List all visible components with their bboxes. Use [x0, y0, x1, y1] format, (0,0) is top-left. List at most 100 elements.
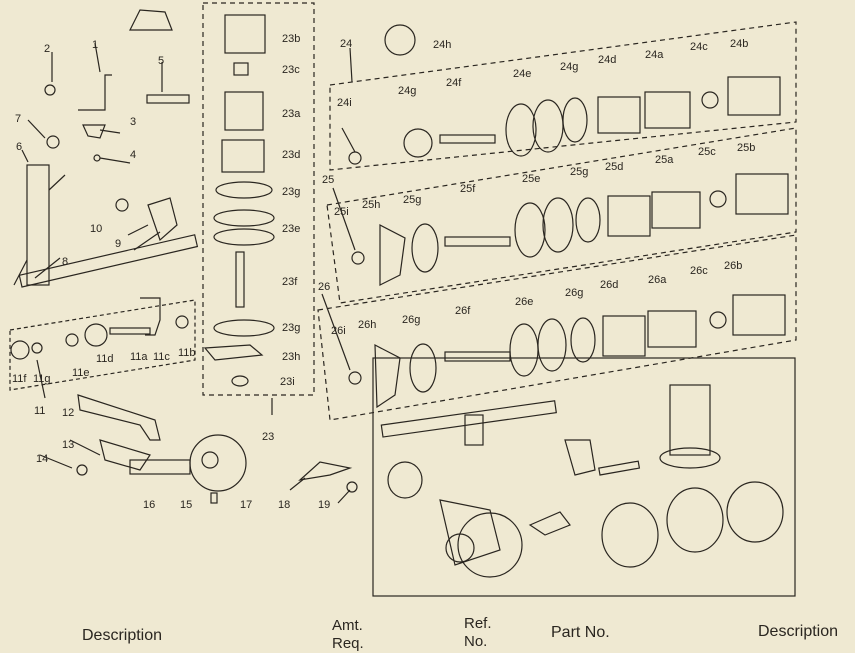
lever-13	[99, 439, 151, 471]
label-23i: 23i	[280, 376, 295, 388]
disc-24g-2	[562, 97, 588, 143]
label-7: 7	[15, 113, 21, 125]
nut-25b	[735, 173, 789, 215]
nut-24i	[348, 151, 362, 165]
inset-pin	[598, 460, 641, 476]
inset-clip	[564, 439, 596, 476]
label-19: 19	[318, 499, 330, 511]
inset-shaft	[380, 400, 557, 438]
screw-19	[346, 481, 358, 493]
label-11: 11	[34, 405, 45, 417]
disc-23e-2	[213, 228, 275, 246]
label-26f: 26f	[455, 305, 471, 317]
header-ref-line2: No.	[464, 633, 488, 650]
label-23g-bottom: 23g	[282, 322, 300, 334]
label-24c: 24c	[690, 41, 708, 53]
label-24: 24	[340, 38, 352, 50]
arm-6	[26, 164, 50, 286]
label-5: 5	[158, 55, 164, 67]
stud-24f	[439, 134, 496, 144]
plate-3	[82, 124, 106, 139]
label-25c: 25c	[698, 146, 716, 158]
spring-25a	[651, 191, 701, 229]
nut-23b	[224, 14, 266, 54]
label-23h: 23h	[282, 351, 300, 363]
label-23a: 23a	[282, 108, 301, 120]
group-26-box	[317, 234, 797, 421]
spring-26a	[647, 310, 697, 348]
cam-15-hub	[201, 451, 219, 469]
label-24a: 24a	[645, 49, 664, 61]
pin-17	[210, 492, 218, 504]
label-26i: 26i	[331, 325, 346, 337]
screw-4	[93, 154, 101, 162]
sleeve-23c	[233, 62, 249, 76]
label-9: 9	[115, 238, 121, 250]
nut-25i	[351, 251, 365, 265]
plate-25h	[379, 224, 406, 286]
label-11c: 11c	[153, 351, 170, 363]
label-25g-left: 25g	[403, 194, 421, 206]
cup-23d	[221, 139, 265, 173]
label-25a: 25a	[655, 154, 674, 166]
label-24d: 24d	[598, 54, 616, 66]
inset-lever	[528, 511, 571, 536]
spring-24a	[644, 91, 691, 129]
label-11e: 11e	[72, 367, 90, 379]
label-25h: 25h	[362, 199, 380, 211]
leader-lines	[21, 42, 356, 504]
header-amt-line1: Amt.	[332, 617, 363, 634]
nut-23i	[231, 375, 249, 387]
label-25d: 25d	[605, 161, 623, 173]
label-23b: 23b	[282, 33, 300, 45]
label-25e: 25e	[522, 173, 540, 185]
label-24h: 24h	[433, 39, 451, 51]
label-26c: 26c	[690, 265, 708, 277]
label-13: 13	[62, 439, 74, 451]
cam-15	[189, 434, 247, 492]
label-23f: 23f	[282, 276, 298, 288]
label-11g: 11g	[33, 373, 51, 385]
stud-11a	[109, 327, 151, 335]
pin-5	[146, 94, 190, 104]
label-1: 1	[92, 39, 98, 51]
part-labels: 1 2 3 4 5 6 7 8 9 10 11 11a 11b 11c 11d …	[12, 33, 755, 511]
label-2: 2	[44, 43, 50, 55]
inset-wheel	[457, 512, 523, 578]
disc-26e-2	[537, 318, 567, 372]
inset-post	[669, 384, 711, 456]
label-23e: 23e	[282, 223, 300, 235]
group-11-box	[9, 299, 196, 391]
label-25i: 25i	[334, 206, 349, 218]
disc-23e-1	[213, 209, 275, 227]
label-14: 14	[36, 453, 48, 465]
screw-7	[46, 135, 60, 149]
spring-11e	[65, 333, 79, 347]
disc-25g-2	[575, 197, 601, 243]
label-23: 23	[262, 431, 274, 443]
inset-tension-3	[726, 481, 784, 543]
group-24-box	[329, 21, 797, 171]
disc-26e-1	[509, 323, 539, 377]
cup-24d	[597, 96, 641, 134]
label-16: 16	[143, 499, 155, 511]
bracket-1	[78, 74, 112, 111]
disc-23g-bottom	[213, 319, 275, 337]
inset-post-base	[659, 447, 721, 469]
nut-11b	[175, 315, 189, 329]
disc-24e-2	[532, 99, 564, 153]
label-23d: 23d	[282, 149, 300, 161]
bracket-top	[129, 9, 173, 31]
washer-11g	[31, 342, 43, 354]
plate-24h	[384, 24, 416, 56]
screw-2	[44, 84, 56, 96]
stud-26f	[444, 351, 511, 362]
plate-23h	[203, 344, 264, 361]
label-24e: 24e	[513, 68, 531, 80]
label-23g-top: 23g	[282, 186, 300, 198]
stud-25f	[444, 236, 511, 247]
disc-26g-2	[570, 317, 596, 363]
group-25-box	[326, 127, 797, 304]
